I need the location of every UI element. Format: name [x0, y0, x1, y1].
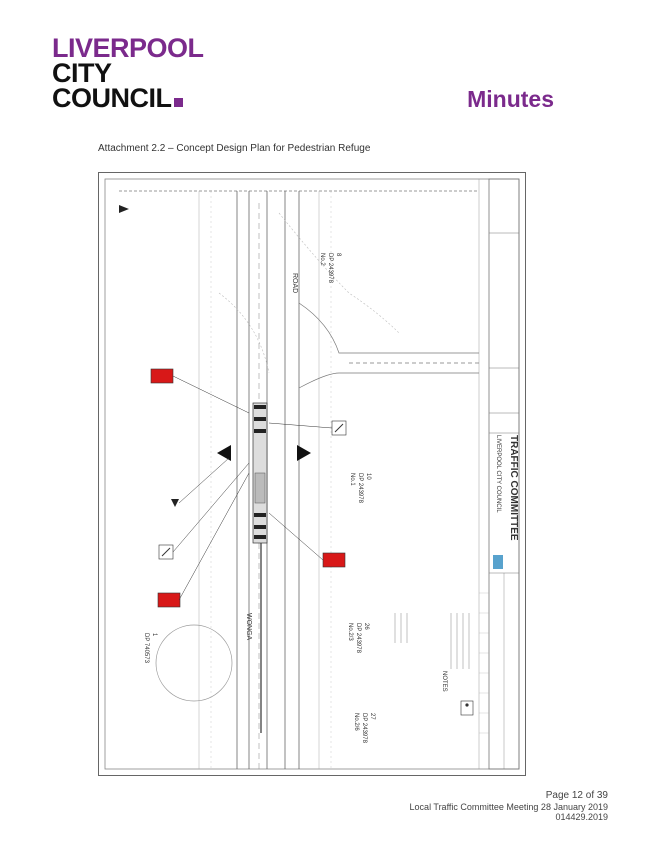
- kerb-ramp-left: [217, 445, 231, 461]
- turning-circle: [155, 624, 233, 702]
- refuge-hatching: [254, 405, 266, 539]
- lot-8-no: No.2: [319, 253, 325, 266]
- plan-drawing: ROAD WONGA LIVERPOOL CITY COUNCIL TRAFFI…: [104, 178, 520, 770]
- council-logo-small-icon: [493, 555, 503, 569]
- notes-heading: NOTES: [441, 671, 447, 692]
- lot-27-dp: DP 243978: [361, 713, 367, 744]
- red-sign-2: [157, 592, 181, 608]
- council-logo: LIVERPOOL CITY COUNCIL: [52, 33, 204, 113]
- lot-10-dp: DP 243978: [357, 473, 363, 504]
- meeting-info: Local Traffic Committee Meeting 28 Janua…: [409, 802, 608, 812]
- document-title: Minutes: [467, 86, 554, 112]
- lot-27-no: No.2/6: [353, 713, 359, 731]
- red-sign-3: [322, 552, 346, 568]
- pedestrian-symbol-icon: [460, 700, 474, 716]
- side-road: [298, 302, 479, 389]
- plan-inner-border: [104, 178, 520, 770]
- lot-1-dp: DP 740573: [143, 633, 149, 664]
- wonga-road: [236, 191, 300, 769]
- lot-1: 1: [151, 633, 157, 637]
- logo-mark-icon: [173, 98, 183, 107]
- kerb-ramp-right: [297, 445, 311, 461]
- pedestrian-sign-icon: [171, 499, 179, 507]
- notes-lines: [394, 613, 470, 669]
- logo-line-3-text: COUNCIL: [52, 83, 172, 113]
- lot-27: 27: [369, 713, 375, 720]
- document-reference: 014429.2019: [555, 812, 608, 822]
- lot-8: 8: [335, 253, 341, 257]
- lot-8-dp: DP 243978: [327, 253, 333, 284]
- committee-label: TRAFFIC COMMITTEE: [508, 435, 519, 541]
- concept-design-plan: ROAD WONGA LIVERPOOL CITY COUNCIL TRAFFI…: [98, 172, 526, 776]
- lot-26-no: No.2/3: [347, 623, 353, 641]
- road-label-1: ROAD: [291, 273, 298, 293]
- logo-line-1: LIVERPOOL: [52, 33, 204, 63]
- leader-lines: [172, 375, 333, 601]
- red-sign-1: [150, 368, 174, 384]
- attachment-caption: Attachment 2.2 – Concept Design Plan for…: [98, 143, 371, 154]
- logo-line-2: CITY: [52, 58, 112, 88]
- road-label-2: WONGA: [245, 613, 252, 641]
- lot-10: 10: [365, 473, 371, 480]
- lot-26: 26: [363, 623, 369, 630]
- page-number: Page 12 of 39: [545, 790, 608, 801]
- lot-10-no: No.1: [349, 473, 355, 486]
- lot-26-dp: DP 243978: [355, 623, 361, 654]
- logo-line-3: COUNCIL: [52, 83, 204, 113]
- revision-table-lines: [479, 592, 489, 734]
- north-arrow-icon: [119, 205, 129, 213]
- refuge-centre: [254, 472, 266, 504]
- council-name-label: LIVERPOOL CITY COUNCIL: [495, 435, 501, 513]
